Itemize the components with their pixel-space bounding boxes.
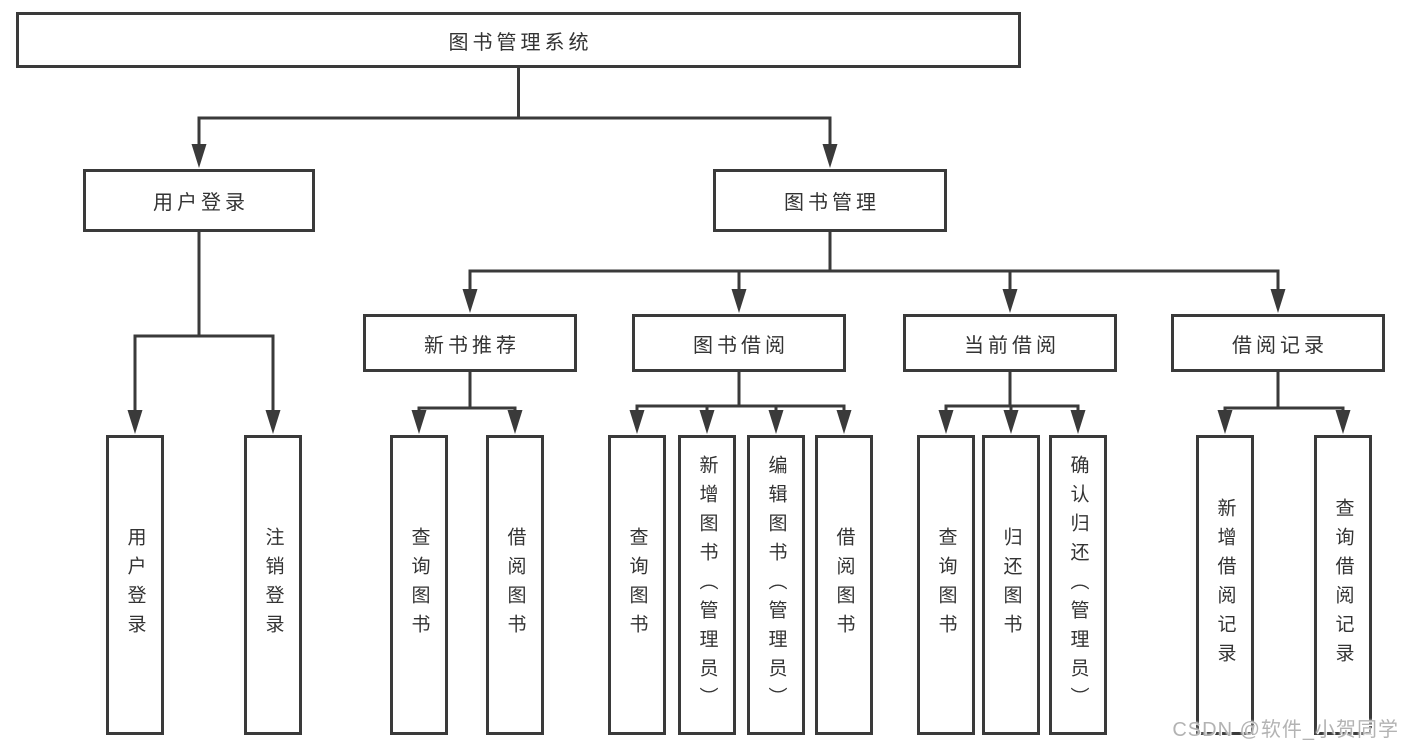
leaf-user-login: 用户登录 (106, 435, 164, 735)
node-book-borrow-label: 图书借阅 (693, 334, 789, 357)
connector-current-to-leaves (938, 372, 1086, 434)
node-user-login-label: 用户登录 (153, 192, 249, 214)
leaf-records-query: 查询借阅记录 (1314, 435, 1372, 735)
leaf-borrow-add-admin-label: 新增图书（管理员） (696, 454, 718, 716)
node-borrow-records: 借阅记录 (1171, 314, 1385, 372)
leaf-current-query-label: 查询图书 (935, 527, 957, 643)
leaf-current-confirm-admin: 确认归还（管理员） (1049, 435, 1107, 735)
leaf-current-return: 归还图书 (982, 435, 1040, 735)
leaf-newbooks-query-label: 查询图书 (408, 527, 430, 643)
node-root-label: 图书管理系统 (448, 31, 593, 54)
node-root: 图书管理系统 (16, 12, 1021, 68)
node-book-management: 图书管理 (713, 169, 947, 232)
leaf-borrow-book: 借阅图书 (815, 435, 873, 735)
leaf-current-return-label: 归还图书 (1000, 527, 1022, 643)
leaf-logout-label: 注销登录 (262, 527, 284, 643)
leaf-borrow-query-label: 查询图书 (626, 527, 648, 643)
leaf-records-query-label: 查询借阅记录 (1332, 498, 1354, 672)
leaf-records-add: 新增借阅记录 (1196, 435, 1254, 735)
connector-newbooks-to-leaves (411, 372, 523, 434)
node-user-login: 用户登录 (83, 169, 315, 232)
leaf-logout: 注销登录 (244, 435, 302, 735)
leaf-newbooks-borrow-label: 借阅图书 (504, 527, 526, 643)
leaf-user-login-label: 用户登录 (124, 527, 146, 643)
connector-userlogin-to-leaves (127, 232, 281, 434)
node-borrow-records-label: 借阅记录 (1232, 334, 1328, 357)
node-current-borrow: 当前借阅 (903, 314, 1117, 372)
node-book-borrow: 图书借阅 (632, 314, 846, 372)
leaf-borrow-edit-admin-label: 编辑图书（管理员） (765, 454, 787, 716)
connector-records-to-leaves (1217, 372, 1351, 434)
leaf-borrow-query: 查询图书 (608, 435, 666, 735)
connector-borrow-to-leaves (629, 372, 852, 434)
csdn-watermark: CSDN @软件_小贺同学 (1172, 719, 1399, 741)
connector-root-to-level2 (191, 68, 838, 168)
leaf-current-confirm-admin-label: 确认归还（管理员） (1067, 454, 1089, 716)
leaf-newbooks-borrow: 借阅图书 (486, 435, 544, 735)
leaf-records-add-label: 新增借阅记录 (1214, 498, 1236, 672)
leaf-newbooks-query: 查询图书 (390, 435, 448, 735)
leaf-borrow-edit-admin: 编辑图书（管理员） (747, 435, 805, 735)
leaf-borrow-add-admin: 新增图书（管理员） (678, 435, 736, 735)
node-new-book-recommend-label: 新书推荐 (424, 334, 520, 357)
leaf-current-query: 查询图书 (917, 435, 975, 735)
node-book-management-label: 图书管理 (784, 192, 880, 214)
leaf-borrow-book-label: 借阅图书 (833, 527, 855, 643)
node-current-borrow-label: 当前借阅 (964, 334, 1060, 357)
connector-bookmgmt-to-level3 (462, 232, 1286, 313)
node-new-book-recommend: 新书推荐 (363, 314, 577, 372)
